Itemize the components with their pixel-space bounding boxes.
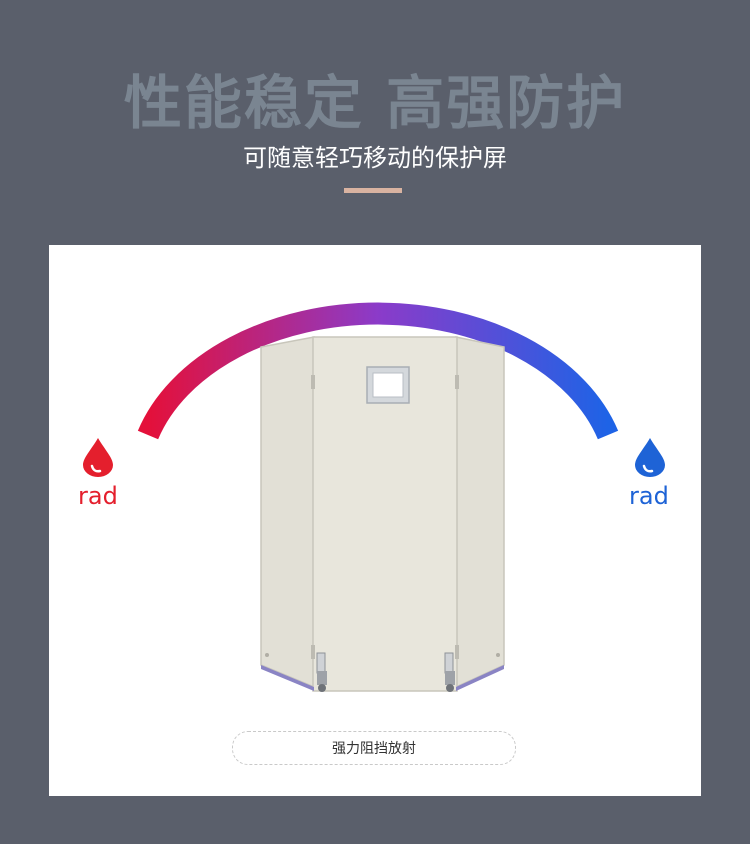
accent-divider <box>344 188 402 193</box>
radiation-drop-icon <box>83 438 113 477</box>
page-headline: 性能稳定 高强防护 <box>123 69 627 137</box>
protective-screen-image <box>260 336 505 692</box>
right-caster <box>444 652 455 692</box>
radiation-drop-icon <box>635 438 665 477</box>
left-panel <box>260 336 315 689</box>
right-rad-label: rad <box>629 482 669 510</box>
product-card: rad rad 强 <box>49 245 701 796</box>
right-panel <box>455 336 505 689</box>
radiation-arc <box>137 302 619 440</box>
page-subtitle: 可随意轻巧移动的保护屏 <box>243 144 507 172</box>
left-caster <box>316 652 327 692</box>
feature-caption: 强力阻挡放射 <box>232 731 516 765</box>
left-rad-label: rad <box>78 482 118 510</box>
